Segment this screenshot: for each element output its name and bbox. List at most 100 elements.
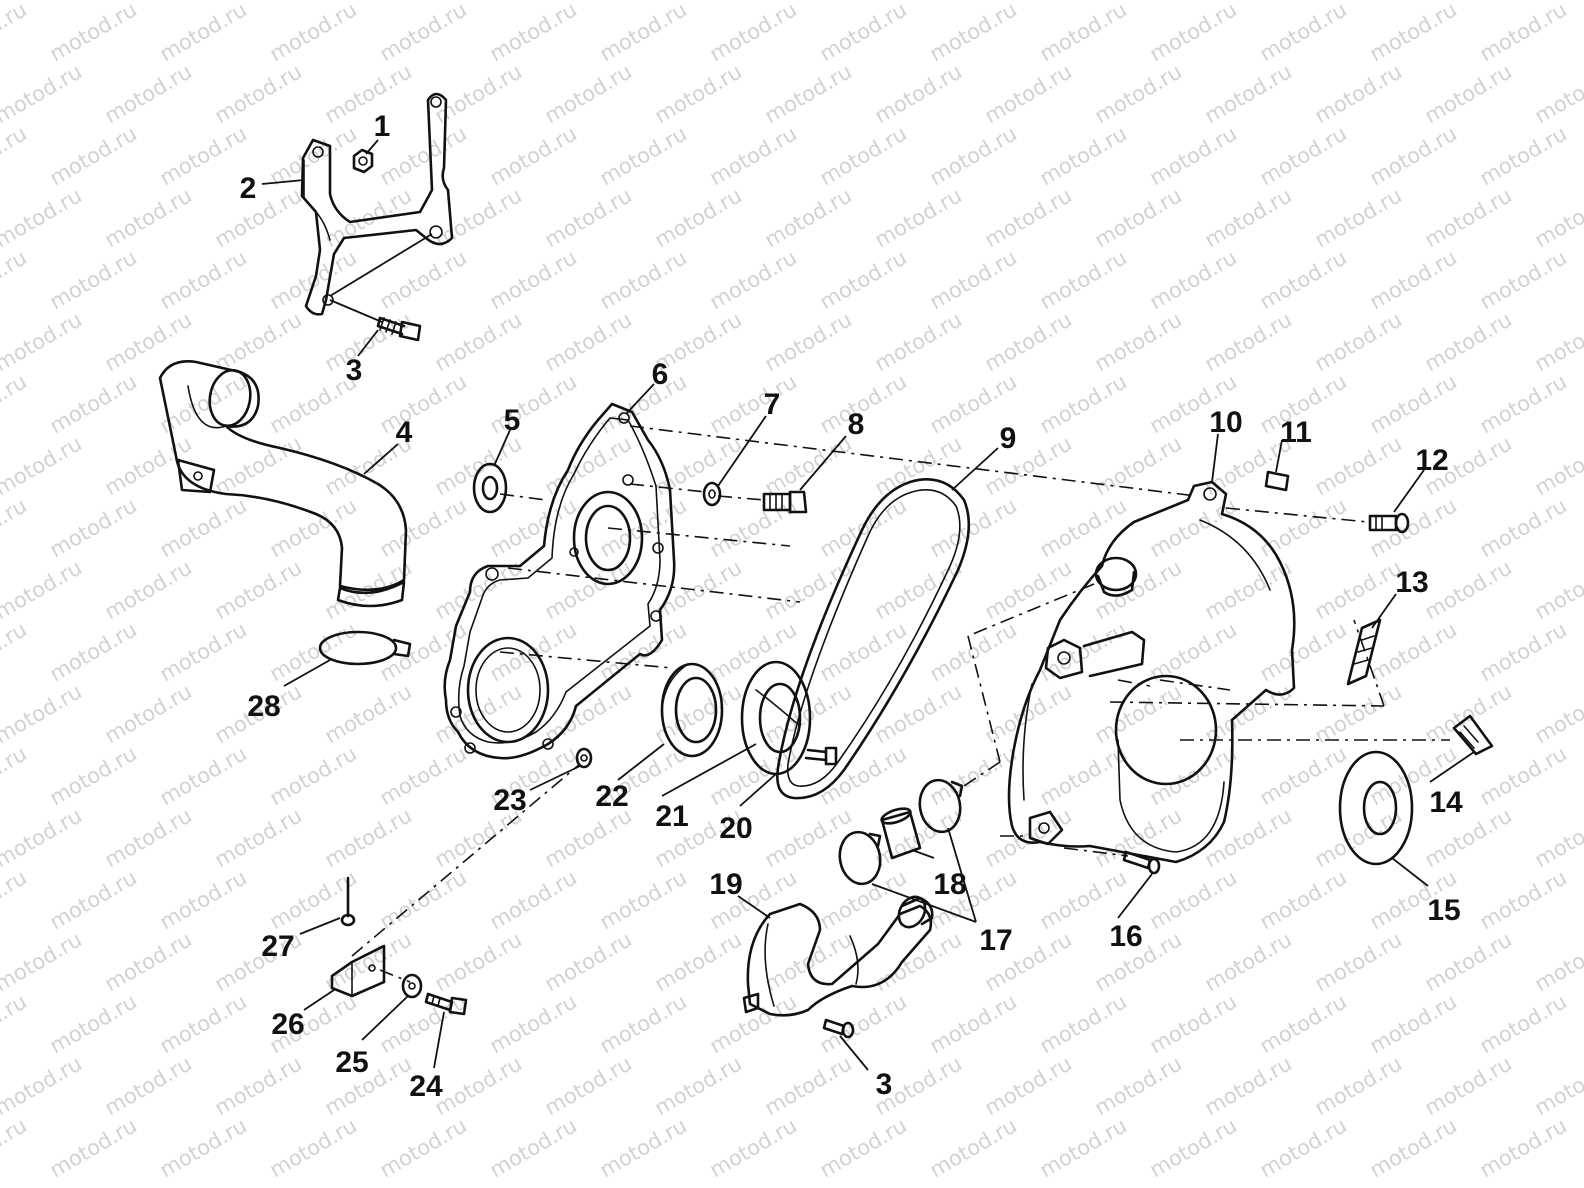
watermark-text: motod.ru <box>651 59 746 128</box>
watermark-text: motod.ru <box>1311 927 1406 996</box>
callout-5: 5 <box>504 404 521 437</box>
watermark-text: motod.ru <box>981 803 1076 872</box>
watermark-text: motod.ru <box>156 865 251 934</box>
watermark-text: motod.ru <box>376 0 471 66</box>
callout-28: 28 <box>247 690 280 723</box>
watermark-text: motod.ru <box>46 121 141 190</box>
watermark-text: motod.ru <box>871 59 966 128</box>
watermark-text: motod.ru <box>651 555 746 624</box>
callout-7: 7 <box>764 388 781 421</box>
watermark-text: motod.ru <box>211 307 306 376</box>
watermark-text: motod.ru <box>871 555 966 624</box>
callout-8: 8 <box>848 408 865 441</box>
watermark-text: motod.ru <box>706 1113 801 1182</box>
watermark-text: motod.ru <box>1476 865 1571 934</box>
watermark-text: motod.ru <box>1091 0 1186 4</box>
watermark-text: motod.ru <box>101 555 196 624</box>
watermark-text: motod.ru <box>0 307 86 376</box>
watermark-text: motod.ru <box>541 555 636 624</box>
watermark-text: motod.ru <box>266 245 361 314</box>
watermark-text: motod.ru <box>1421 0 1516 4</box>
watermark-text: motod.ru <box>1366 0 1461 66</box>
watermark-text: motod.ru <box>0 555 86 624</box>
watermark-text: motod.ru <box>1366 245 1461 314</box>
watermark-text: motod.ru <box>541 59 636 128</box>
watermark-text: motod.ru <box>431 307 526 376</box>
watermark-text: motod.ru <box>1531 555 1584 624</box>
watermark-text: motod.ru <box>596 245 691 314</box>
watermark-text: motod.ru <box>1256 1113 1351 1182</box>
part-26-bracket <box>330 944 386 998</box>
watermark-text: motod.ru <box>541 431 636 500</box>
watermark-text: motod.ru <box>486 989 581 1058</box>
watermark-text: motod.ru <box>981 555 1076 624</box>
watermark-text: motod.ru <box>101 307 196 376</box>
watermark-text: motod.ru <box>1256 121 1351 190</box>
watermark-text: motod.ru <box>1476 741 1571 810</box>
callout-16: 16 <box>1109 920 1142 953</box>
watermark-text: motod.ru <box>1476 0 1571 66</box>
callout-25: 25 <box>335 1046 368 1079</box>
watermark-text: motod.ru <box>1476 245 1571 314</box>
watermark-text: motod.ru <box>376 369 471 438</box>
watermark-text: motod.ru <box>871 0 966 4</box>
watermark-text: motod.ru <box>1531 927 1584 996</box>
watermark-text: motod.ru <box>321 927 416 996</box>
part-24-bolt <box>424 992 468 1016</box>
watermark-text: motod.ru <box>926 989 1021 1058</box>
watermark-text: motod.ru <box>211 555 306 624</box>
watermark-text: motod.ru <box>596 865 691 934</box>
watermark-text: motod.ru <box>211 59 306 128</box>
watermark-text: motod.ru <box>101 679 196 748</box>
part-15-disc <box>1338 750 1414 866</box>
watermark-text: motod.ru <box>1421 183 1516 252</box>
callout-3-bottom: 3 <box>876 1068 893 1101</box>
watermark-text: motod.ru <box>926 1113 1021 1182</box>
watermark-text: motod.ru <box>266 0 361 66</box>
watermark-text: motod.ru <box>981 183 1076 252</box>
watermark-text: motod.ru <box>0 741 31 810</box>
watermark-text: motod.ru <box>1091 59 1186 128</box>
watermark-text: motod.ru <box>1531 803 1584 872</box>
watermark-text: motod.ru <box>1201 927 1296 996</box>
callout-1: 1 <box>374 110 391 143</box>
callout-19: 19 <box>709 868 742 901</box>
watermark-text: motod.ru <box>0 245 31 314</box>
callout-24: 24 <box>409 1070 443 1103</box>
callout-4: 4 <box>396 416 413 449</box>
watermark-text: motod.ru <box>1036 493 1131 562</box>
watermark-text: motod.ru <box>926 0 1021 66</box>
watermark-text: motod.ru <box>486 1113 581 1182</box>
watermark-text: motod.ru <box>46 741 141 810</box>
watermark-text: motod.ru <box>1146 121 1241 190</box>
part-12-screw <box>1368 512 1410 534</box>
part-7-washer <box>702 481 722 507</box>
watermark-text: motod.ru <box>871 307 966 376</box>
watermark-text: motod.ru <box>596 0 691 66</box>
watermark-text: motod.ru <box>1421 555 1516 624</box>
watermark-text: motod.ru <box>46 0 141 66</box>
part-28-clamp <box>318 630 412 666</box>
watermark-text: motod.ru <box>1201 59 1296 128</box>
watermark-text: motod.ru <box>1476 369 1571 438</box>
part-27-pin <box>340 876 356 927</box>
watermark-text: motod.ru <box>486 121 581 190</box>
watermark-text: motod.ru <box>376 493 471 562</box>
watermark-text: motod.ru <box>981 59 1076 128</box>
part-22-seal <box>660 662 724 758</box>
watermark-text: motod.ru <box>101 0 196 4</box>
watermark-text: motod.ru <box>211 0 306 4</box>
watermark-text: motod.ru <box>1476 989 1571 1058</box>
watermark-text: motod.ru <box>486 369 581 438</box>
watermark-text: motod.ru <box>486 617 581 686</box>
watermark-text: motod.ru <box>871 927 966 996</box>
watermark-text: motod.ru <box>1256 0 1351 66</box>
part-18-sleeve <box>880 807 922 860</box>
watermark-text: motod.ru <box>541 183 636 252</box>
watermark-text: motod.ru <box>706 493 801 562</box>
watermark-text: motod.ru <box>541 307 636 376</box>
watermark-text: motod.ru <box>46 493 141 562</box>
watermark-text: motod.ru <box>981 0 1076 4</box>
watermark-text: motod.ru <box>816 989 911 1058</box>
watermark-text: motod.ru <box>431 1051 526 1120</box>
